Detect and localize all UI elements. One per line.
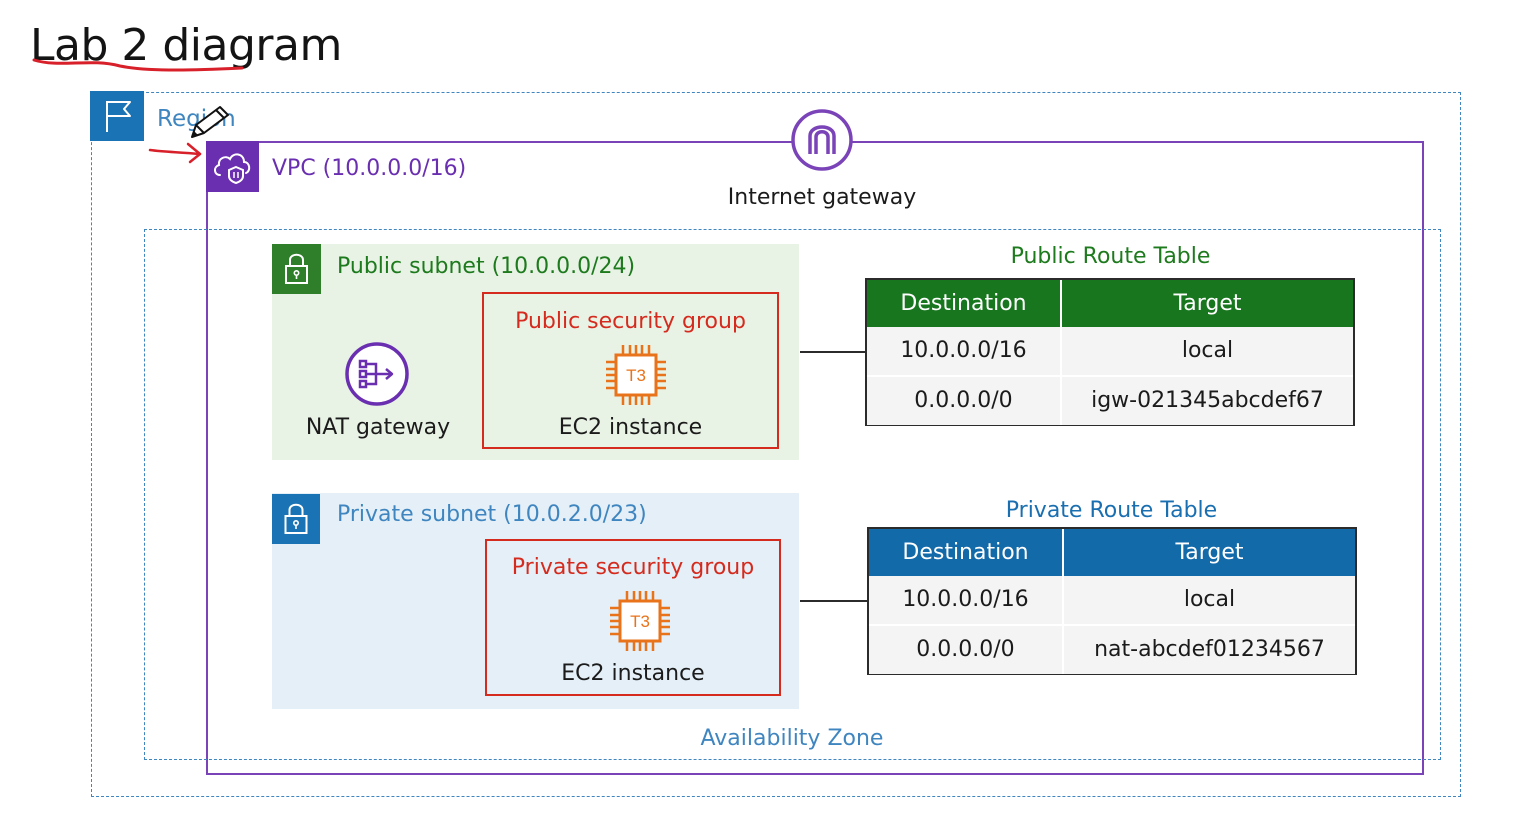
- private-subnet-lock-icon: [272, 494, 320, 544]
- column-header-target: Target: [1175, 539, 1244, 565]
- column-header-target: Target: [1173, 290, 1242, 316]
- handwritten-underline: [32, 58, 244, 72]
- ec2-instance-type: T3: [626, 366, 646, 385]
- public-route-table: Destination Target 10.0.0.0/16 local 0.0…: [865, 278, 1355, 426]
- internet-gateway-label: Internet gateway: [727, 185, 917, 210]
- ec2-instance-type: T3: [630, 612, 650, 631]
- table-row: 0.0.0.0/0 nat-abcdef01234567: [869, 626, 1355, 674]
- private-subnet-label: Private subnet (10.0.2.0/23): [337, 502, 647, 527]
- route-table-header: Destination Target: [869, 529, 1355, 576]
- destination-cell: 10.0.0.0/16: [869, 576, 1064, 624]
- ec2-instance-icon: T3: [606, 345, 666, 405]
- row-divider: [869, 624, 1355, 626]
- table-row: 10.0.0.0/16 local: [867, 327, 1353, 375]
- vpc-label: VPC (10.0.0.0/16): [272, 156, 467, 181]
- handwritten-arrow-icon: [148, 142, 202, 164]
- private-route-table: Destination Target 10.0.0.0/16 local 0.0…: [867, 527, 1357, 675]
- public-subnet-label: Public subnet (10.0.0.0/24): [337, 254, 636, 279]
- destination-cell: 10.0.0.0/16: [867, 327, 1062, 375]
- region-flag-icon: [90, 91, 144, 141]
- ec2-instance-icon: T3: [610, 591, 670, 651]
- target-cell: local: [1183, 587, 1236, 612]
- availability-zone-label: Availability Zone: [700, 726, 884, 751]
- public-route-connector: [800, 351, 866, 353]
- target-cell: local: [1181, 338, 1234, 363]
- private-security-group: [485, 539, 781, 696]
- public-subnet-lock-icon: [272, 244, 321, 294]
- internet-gateway-icon: [791, 109, 853, 171]
- column-header-destination: Destination: [869, 529, 1064, 576]
- nat-gateway-label: NAT gateway: [305, 415, 451, 440]
- availability-zone-boundary: [144, 229, 1441, 760]
- table-row: 10.0.0.0/16 local: [869, 576, 1355, 624]
- table-row: 0.0.0.0/0 igw-021345abcdef67: [867, 377, 1353, 425]
- vpc-cloud-icon: [206, 141, 259, 192]
- target-cell: nat-abcdef01234567: [1094, 637, 1325, 662]
- public-security-group-label: Public security group: [515, 309, 746, 334]
- destination-cell: 0.0.0.0/0: [869, 626, 1064, 674]
- target-cell: igw-021345abcdef67: [1091, 388, 1324, 413]
- private-security-group-label: Private security group: [511, 555, 755, 580]
- public-security-group: [482, 292, 779, 449]
- region-boundary: [91, 92, 1461, 797]
- route-table-header: Destination Target: [867, 280, 1353, 327]
- private-subnet: [272, 493, 799, 709]
- column-header-destination: Destination: [867, 280, 1062, 327]
- private-ec2-instance-label: EC2 instance: [561, 661, 705, 686]
- row-divider: [867, 375, 1353, 377]
- private-route-connector: [800, 600, 868, 602]
- public-ec2-instance-label: EC2 instance: [558, 415, 703, 440]
- nat-gateway-icon: [345, 342, 409, 406]
- pencil-cursor-icon: [191, 106, 229, 138]
- private-route-table-title: Private Route Table: [1005, 498, 1218, 523]
- public-route-table-title: Public Route Table: [1010, 244, 1211, 269]
- destination-cell: 0.0.0.0/0: [867, 377, 1062, 425]
